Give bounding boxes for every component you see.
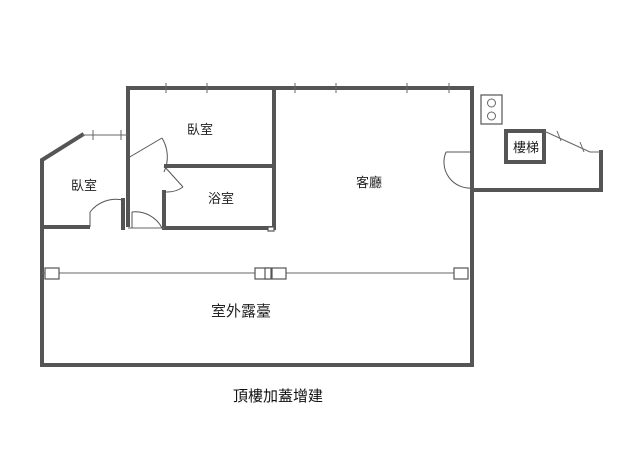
plan-caption: 頂樓加蓋增建 <box>233 387 323 405</box>
window-ticks <box>92 83 585 153</box>
bedroom-right-label: 臥室 <box>187 122 213 138</box>
sink-icon <box>480 94 503 125</box>
doors <box>89 137 473 229</box>
terrace-posts <box>44 267 469 280</box>
interior-walls <box>44 86 546 230</box>
living-room-label: 客廳 <box>356 175 382 191</box>
bedroom-left-label: 臥室 <box>71 178 97 194</box>
stairs-label: 樓梯 <box>513 141 539 156</box>
wall-stub <box>267 226 275 232</box>
terrace-label: 室外露臺 <box>211 302 271 320</box>
bathroom-label: 浴室 <box>208 191 234 207</box>
